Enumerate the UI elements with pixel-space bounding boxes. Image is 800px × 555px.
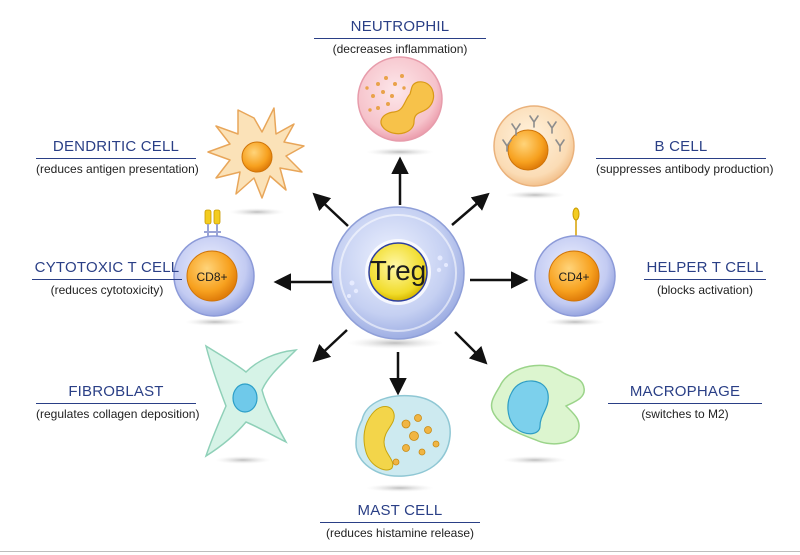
mast-cell (355, 394, 451, 492)
macrophage-effect: (switches to M2) (641, 407, 729, 421)
dendritic-effect: (reduces antigen presentation) (36, 162, 199, 176)
arrow-to-fibroblast (312, 329, 348, 363)
mast-cell-title: MAST CELL (320, 502, 480, 523)
macrophage-cell (490, 364, 585, 464)
b-cell (493, 105, 575, 199)
macrophage-title: MACROPHAGE (608, 383, 762, 404)
dendritic-title: DENDRITIC CELL (36, 138, 196, 159)
label-helper-t: HELPER T CELL (blocks activation) (644, 259, 766, 297)
dendritic-cell (207, 107, 305, 216)
b-cell-effect: (suppresses antibody production) (596, 162, 774, 176)
arrow-to-b-cell (451, 192, 490, 226)
cd4-marker-label: CD4+ (558, 270, 589, 284)
b-cell-title: B CELL (596, 138, 766, 159)
cytotoxic-t-cell: CD8+ (173, 209, 255, 326)
cd8-marker-label: CD8+ (196, 270, 227, 284)
helper-t-title: HELPER T CELL (644, 259, 766, 280)
neutrophil-cell (357, 56, 443, 156)
fibroblast-title: FIBROBLAST (36, 383, 196, 404)
fibroblast-effect: (regulates collagen deposition) (36, 407, 200, 421)
helper-t-cell: CD4+ (534, 207, 616, 326)
cytotoxic-t-title: CYTOTOXIC T CELL (32, 259, 182, 280)
label-dendritic: DENDRITIC CELL (reduces antigen presenta… (36, 138, 199, 176)
label-cytotoxic-t: CYTOTOXIC T CELL (reduces cytotoxicity) (32, 259, 182, 297)
neutrophil-effect: (decreases inflammation) (332, 42, 468, 56)
cytotoxic-t-effect: (reduces cytotoxicity) (50, 283, 164, 297)
label-macrophage: MACROPHAGE (switches to M2) (608, 383, 762, 421)
label-mast-cell: MAST CELL (reduces histamine release) (320, 502, 480, 540)
label-fibroblast: FIBROBLAST (regulates collagen depositio… (36, 383, 200, 421)
bottom-divider (0, 551, 800, 552)
label-b-cell: B CELL (suppresses antibody production) (596, 138, 774, 176)
arrow-to-dendritic (312, 192, 349, 227)
treg-label: Treg (369, 255, 427, 286)
label-neutrophil: NEUTROPHIL (decreases inflammation) (314, 18, 486, 56)
neutrophil-title: NEUTROPHIL (314, 18, 486, 39)
fibroblast-cell (204, 344, 299, 464)
arrows (273, 156, 529, 396)
helper-t-effect: (blocks activation) (656, 283, 754, 297)
treg-cell (331, 206, 465, 349)
mast-cell-effect: (reduces histamine release) (325, 526, 475, 540)
arrow-to-macrophage (454, 331, 488, 365)
